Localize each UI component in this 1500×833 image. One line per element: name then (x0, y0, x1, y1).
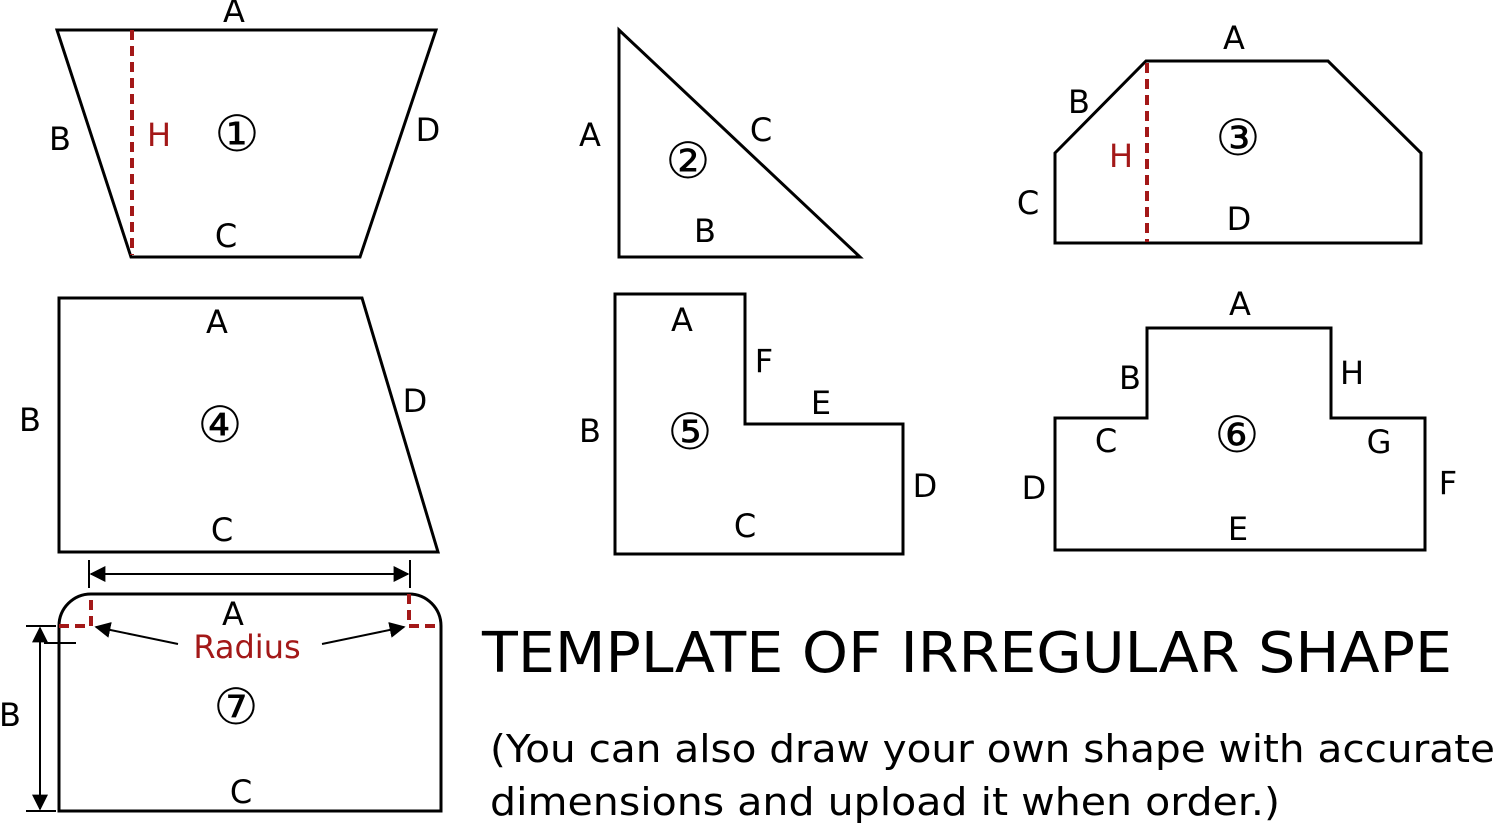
shape-1-outline (54, 28, 439, 259)
shape-7-edge-b: B (0, 696, 21, 734)
shape-6-edge-h: H (1340, 354, 1364, 392)
shape-6-edge-a: A (1229, 285, 1251, 323)
shape-3-height-label: H (1109, 137, 1133, 175)
shape-4-edge-b: B (19, 401, 41, 439)
shape-7-radius-label: Radius (193, 628, 300, 666)
shape-7-rounded-rectangle: A B C Radius ⑦ (0, 560, 443, 813)
shape-7-edge-a: A (222, 595, 244, 633)
note-line-2: dimensions and upload it when order.) (490, 780, 1280, 824)
shape-2-edge-c: C (750, 111, 772, 149)
shape-5-edge-d: D (913, 467, 938, 505)
shape-3-number: ③ (1216, 109, 1261, 167)
shape-5-edge-f: F (755, 342, 773, 380)
shape-6-t-shape: A B C D E F G H ⑥ (1022, 285, 1457, 552)
shape-6-edge-f: F (1439, 464, 1457, 502)
shape-4-edge-c: C (211, 511, 233, 549)
shape-2-edge-a: A (579, 116, 601, 154)
shape-7-radius-pointer-left (94, 622, 179, 645)
shape-1-edge-a: A (223, 0, 245, 30)
shape-2-edge-b: B (694, 212, 716, 250)
shape-6-outline (1053, 326, 1427, 552)
shape-4-outline (57, 296, 441, 554)
shape-4-edge-d: D (403, 382, 428, 420)
shape-5-l-shape: A B C D E F ⑤ (579, 292, 938, 556)
shape-5-number: ⑤ (668, 403, 713, 461)
shape-4-edge-a: A (206, 303, 228, 341)
shape-7-edge-c: C (230, 773, 252, 811)
shape-2-outline (617, 26, 864, 259)
shape-6-number: ⑥ (1215, 406, 1260, 464)
shape-7-left-radius-marker (59, 594, 93, 628)
shape-3-edge-d: D (1227, 200, 1252, 238)
shape-6-edge-c: C (1095, 422, 1117, 460)
shape-3-edge-b: B (1068, 83, 1090, 121)
shape-1-edge-c: C (215, 217, 237, 255)
shape-7-number: ⑦ (214, 678, 259, 736)
shape-1-edge-d: D (416, 111, 441, 149)
shape-1-number: ① (215, 105, 260, 163)
shape-3-hexagon: A B C D H ③ (1017, 19, 1423, 245)
shape-3-edge-c: C (1017, 184, 1039, 222)
shape-6-edge-d: D (1022, 469, 1047, 507)
shape-7-radius-pointer-right (321, 622, 406, 645)
shape-2-number: ② (666, 132, 711, 190)
shape-6-edge-e: E (1228, 510, 1248, 548)
shape-1-edge-b: B (49, 120, 71, 158)
shape-5-edge-b: B (579, 412, 601, 450)
shape-6-edge-b: B (1119, 359, 1141, 397)
diagram-title: TEMPLATE OF IRREGULAR SHAPE (481, 621, 1452, 686)
shape-3-edge-a: A (1223, 19, 1245, 57)
shape-1-trapezoid: A B C D H ① (49, 0, 441, 259)
shape-2-triangle: A B C ② (579, 26, 864, 259)
shape-1-height-label: H (147, 116, 171, 154)
note-line-1: (You can also draw your own shape with a… (490, 727, 1495, 771)
shape-6-edge-g: G (1367, 423, 1392, 461)
shape-5-edge-a: A (671, 301, 693, 339)
shape-5-outline (613, 292, 905, 556)
shape-3-outline (1053, 59, 1423, 245)
shape-4-right-trapezoid: A B C D ④ (19, 296, 441, 554)
shape-4-number: ④ (198, 396, 243, 454)
shape-5-edge-c: C (734, 507, 756, 545)
shape-7-right-radius-marker (407, 594, 441, 628)
shape-5-edge-e: E (811, 384, 831, 422)
